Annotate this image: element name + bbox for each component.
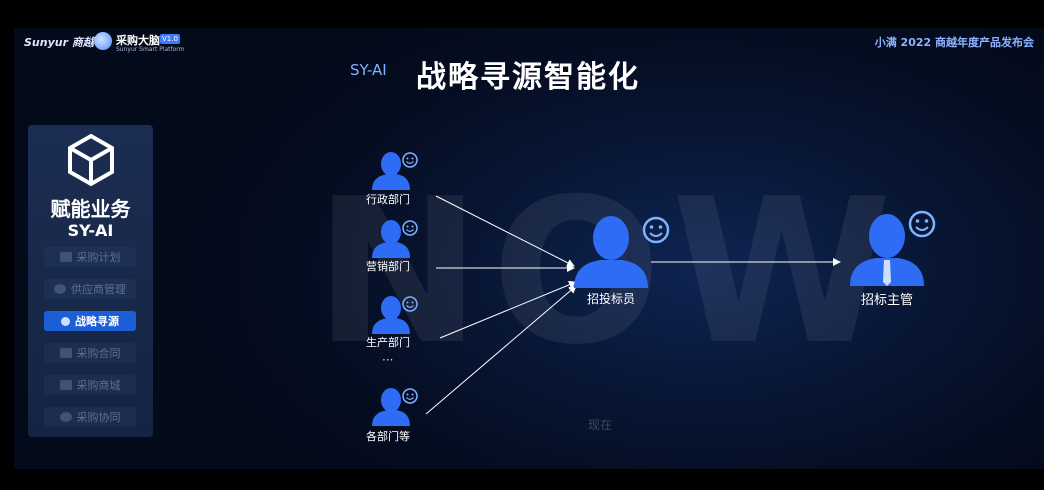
product-name: 采购大脑 bbox=[116, 34, 160, 47]
person-production-icon bbox=[372, 296, 418, 334]
panel-title: 赋能业务 bbox=[50, 197, 131, 221]
cube-icon bbox=[68, 133, 114, 187]
presentation-slide: NOW 现在 Sunyur 商越 采购大脑 V1.0 Sunyur Smart … bbox=[14, 28, 1044, 469]
person-supervisor-icon bbox=[850, 210, 936, 286]
label-other-depts: 各部门等 bbox=[366, 430, 410, 443]
search-icon bbox=[61, 316, 70, 326]
ellipsis: ··· bbox=[382, 353, 394, 367]
menu-item-purchase-plan[interactable]: 采购计划 bbox=[44, 247, 136, 267]
arrow-admin-to-bidder bbox=[435, 195, 575, 267]
brain-logo-icon bbox=[94, 32, 112, 50]
gear-icon bbox=[54, 284, 66, 294]
menu-item-purchase-collaboration[interactable]: 采购协同 bbox=[44, 407, 136, 427]
version-badge: V1.0 bbox=[160, 34, 180, 44]
collaboration-icon bbox=[59, 412, 72, 422]
label-production-dept: 生产部门 bbox=[366, 336, 410, 349]
person-other-depts-icon bbox=[372, 388, 418, 426]
menu-item-purchase-contract[interactable]: 采购合同 bbox=[44, 343, 136, 363]
person-admin-icon bbox=[372, 152, 418, 190]
event-title: 小满 2022 商越年度产品发布会 bbox=[874, 36, 1034, 49]
document-icon bbox=[59, 348, 72, 358]
panel-subtitle: SY-AI bbox=[67, 221, 114, 240]
menu-item-supplier-management[interactable]: 供应商管理 bbox=[44, 279, 136, 299]
arrow-others-to-bidder bbox=[425, 285, 577, 415]
person-bidder-icon bbox=[574, 216, 670, 288]
label-bidder: 招投标员 bbox=[586, 292, 635, 306]
now-caption: 现在 bbox=[588, 418, 613, 432]
shopping-bag-icon bbox=[59, 380, 72, 390]
brand-logo-text: Sunyur 商越 bbox=[24, 36, 94, 49]
slide-title: 战略寻源智能化 bbox=[416, 60, 640, 95]
flow-arrows bbox=[425, 195, 841, 415]
business-panel: 赋能业务 SY-AI 采购计划 供应商管理 战略寻源 采购合同 采购商城 采购协… bbox=[28, 125, 153, 437]
arrow-production-to-bidder bbox=[439, 280, 577, 339]
plan-icon bbox=[59, 252, 72, 262]
label-marketing-dept: 营销部门 bbox=[366, 260, 410, 273]
menu-item-strategic-sourcing[interactable]: 战略寻源 bbox=[44, 311, 136, 331]
person-marketing-icon bbox=[372, 220, 418, 258]
product-subtitle: Sunyur Smart Platform bbox=[116, 46, 185, 53]
label-supervisor: 招标主管 bbox=[860, 293, 913, 308]
menu-item-purchase-mall[interactable]: 采购商城 bbox=[44, 375, 136, 395]
brand-divider bbox=[90, 36, 91, 48]
label-admin-dept: 行政部门 bbox=[366, 193, 410, 206]
slide-tag: SY-AI bbox=[350, 61, 387, 79]
